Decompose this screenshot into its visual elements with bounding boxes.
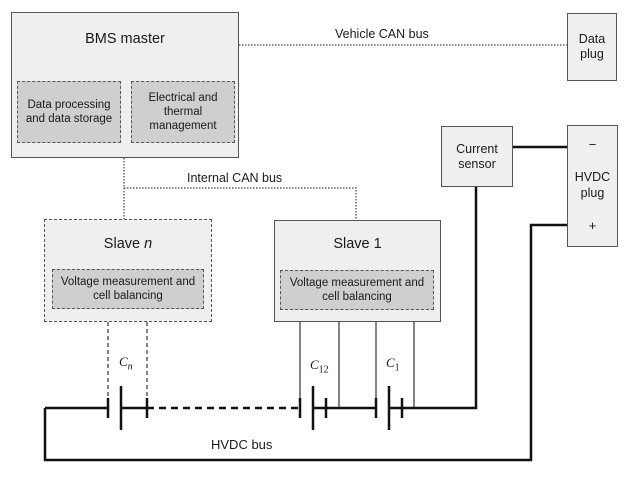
bms-master-title: BMS master — [85, 31, 165, 47]
cell-c1-label: C1 — [386, 355, 400, 374]
slave-n-voltage-module: Voltage measurement and cell balancing — [52, 269, 204, 309]
slave-n-inner-line1: Voltage measurement and — [60, 276, 196, 288]
electrical-thermal-line2: thermal — [163, 106, 203, 118]
data-processing-module: Data processing and data storage — [17, 81, 121, 143]
current-sensor-line2: sensor — [458, 156, 496, 171]
electrical-thermal-module: Electrical and thermal management — [131, 81, 235, 143]
hvdc-plug-minus: − — [588, 137, 597, 152]
slave-n-box: Slave n Voltage measurement and cell bal… — [44, 219, 212, 322]
hvdc-plug-plus: + — [588, 218, 597, 233]
cell-cn-label: Cn — [119, 354, 133, 373]
hvdc-plug-box: − HVDC plug + — [567, 125, 618, 247]
data-plug-line1: Data — [578, 32, 606, 46]
electrical-thermal-line3: management — [149, 120, 217, 132]
data-processing-line2: and data storage — [25, 113, 113, 125]
slave-1-title: Slave 1 — [333, 236, 382, 252]
slave-1-voltage-module: Voltage measurement and cell balancing — [280, 270, 434, 310]
internal-can-bus-line — [123, 158, 357, 220]
hvdc-plug-line1: HVDC — [574, 170, 611, 184]
data-processing-line1: Data processing — [27, 99, 111, 111]
electrical-thermal-line1: Electrical and — [148, 92, 218, 104]
cell-c12-label: C12 — [310, 357, 329, 376]
slave-1-inner-line1: Voltage measurement and — [289, 277, 425, 289]
internal-can-bus-label: Internal CAN bus — [187, 171, 283, 185]
vehicle-can-bus-label: Vehicle CAN bus — [335, 27, 429, 41]
wire-to-current-sensor — [402, 187, 478, 410]
current-sensor-box: Current sensor — [441, 126, 513, 187]
slave-1-box: Slave 1 Voltage measurement and cell bal… — [274, 220, 441, 322]
data-plug-box: Data plug — [567, 13, 617, 81]
slave-1-inner-line2: cell balancing — [322, 291, 392, 303]
hvdc-bus-line — [43, 223, 567, 462]
slave-n-inner-line2: cell balancing — [93, 290, 163, 302]
bms-master-box: BMS master Data processing and data stor… — [11, 12, 239, 158]
current-sensor-line1: Current — [456, 141, 498, 156]
hvdc-bus-label: HVDC bus — [211, 437, 273, 452]
slave-n-title: Slave n — [103, 236, 153, 252]
data-plug-line2: plug — [580, 47, 604, 61]
hvdc-plug-line2: plug — [580, 186, 605, 200]
